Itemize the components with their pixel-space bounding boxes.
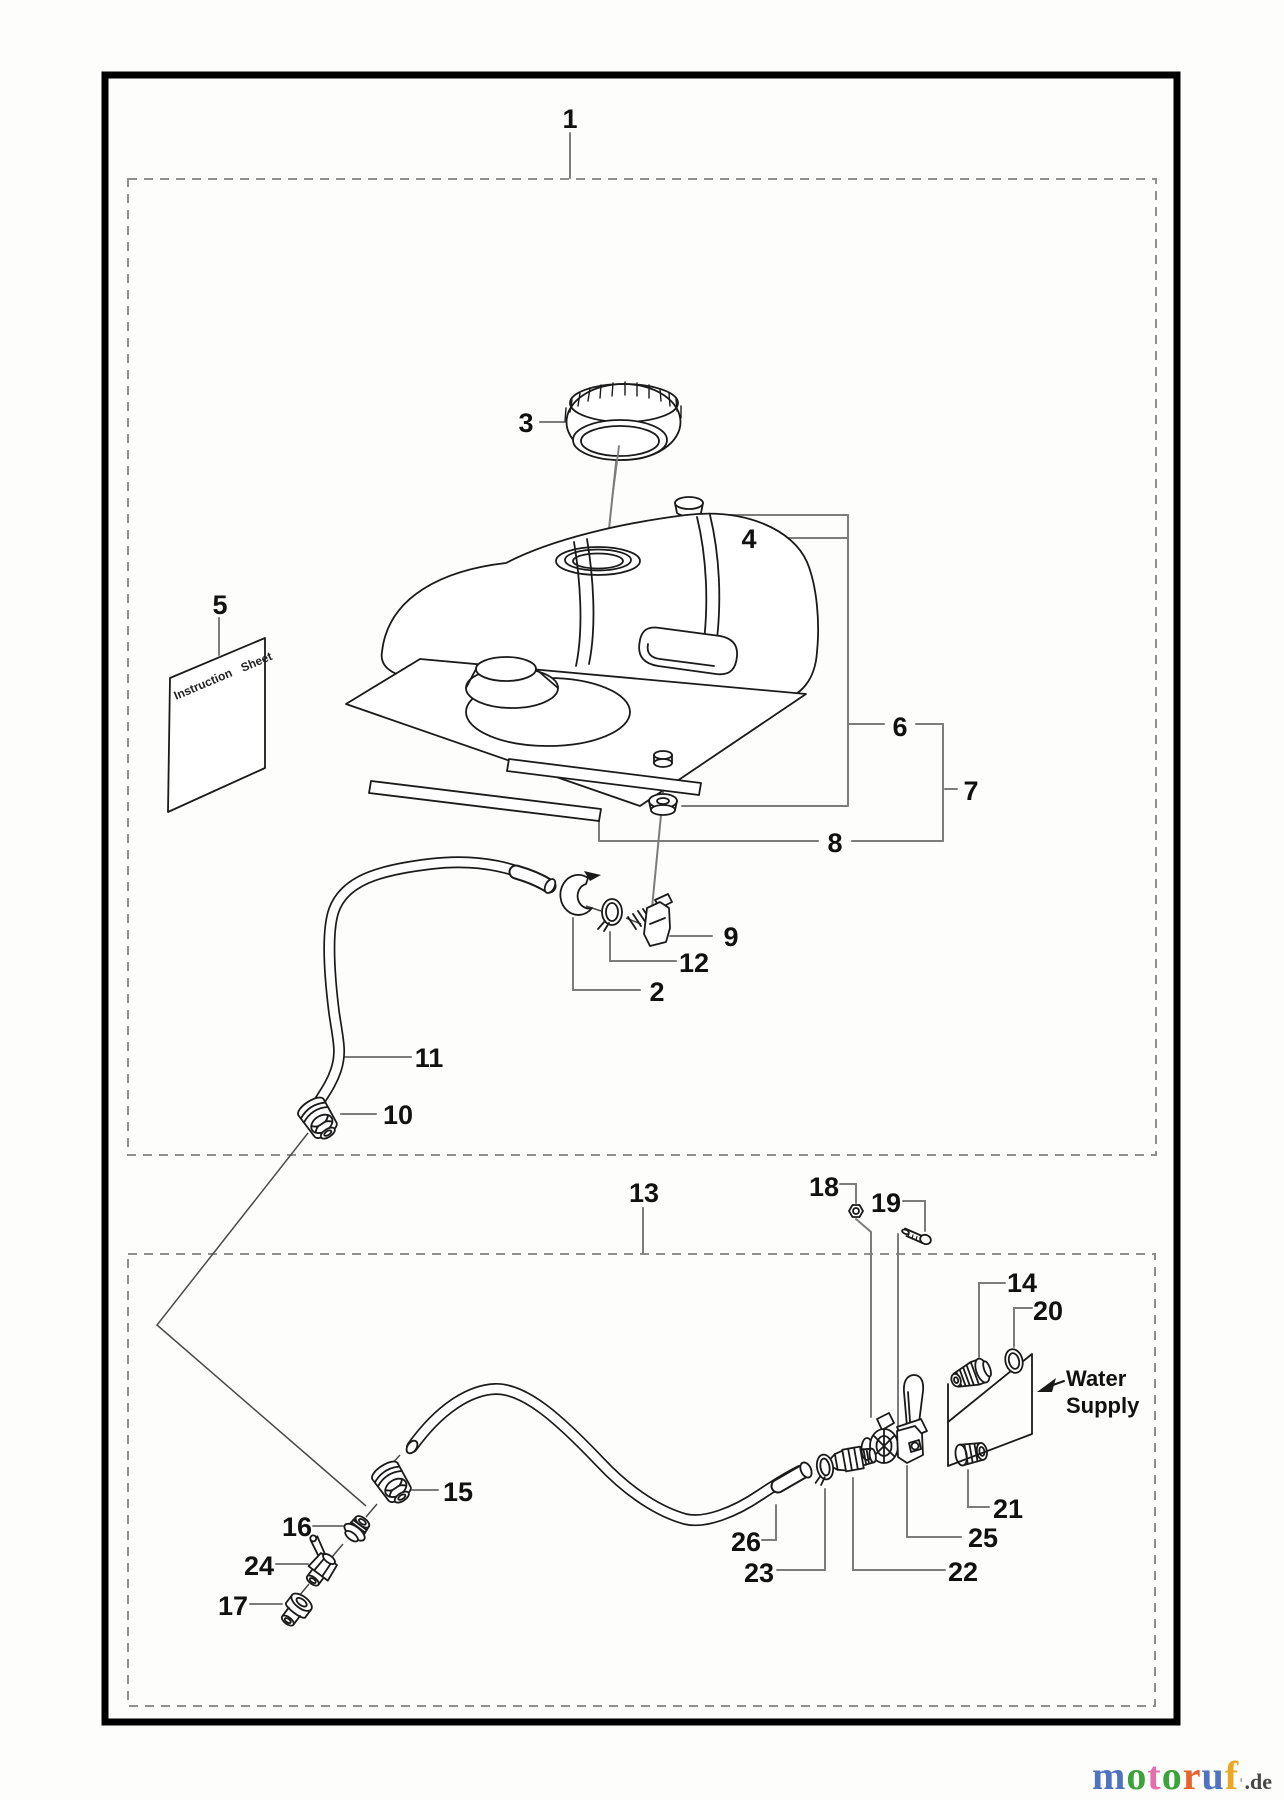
quick-coupling-15 — [368, 1456, 418, 1510]
logo-letter: o — [1126, 1753, 1148, 1798]
ball-valve-25 — [860, 1374, 928, 1464]
fitting-21 — [954, 1442, 988, 1467]
motoruf-logo[interactable]: motoruf'.de — [12, 1756, 1272, 1796]
drain-bolt — [653, 750, 673, 768]
mounting-plate — [947, 1353, 1033, 1467]
lower-assembly-box — [127, 1253, 1156, 1707]
part-label-8: 8 — [827, 828, 842, 858]
logo-letter: f — [1224, 1753, 1240, 1798]
water-supply-label-line2: Supply — [1066, 1393, 1140, 1418]
part-label-19: 19 — [871, 1188, 901, 1218]
water-hose-lower — [405, 1383, 813, 1527]
part-label-9: 9 — [723, 922, 738, 952]
hose-clip — [559, 871, 601, 916]
part-label-25: 25 — [968, 1523, 998, 1553]
flange-nut — [648, 793, 678, 816]
part-label-26: 26 — [731, 1527, 761, 1557]
logo-letter: t — [1147, 1753, 1162, 1798]
instruction-sheet — [167, 637, 266, 813]
tank-rail — [506, 758, 702, 796]
tank-grip-recess — [638, 626, 738, 676]
part-label-4: 4 — [741, 524, 756, 554]
water-hose-upper — [309, 856, 557, 1114]
part-label-13: 13 — [629, 1178, 659, 1208]
hose-routing-line — [155, 1132, 367, 1507]
part-label-15: 15 — [443, 1477, 473, 1507]
screw-19 — [901, 1227, 932, 1246]
part-drawings — [167, 381, 1065, 1627]
water-tank — [345, 512, 819, 822]
part-label-18: 18 — [809, 1172, 839, 1202]
clamp-23 — [814, 1453, 835, 1486]
inlet-fitting-14 — [950, 1357, 992, 1388]
part-label-14: 14 — [1007, 1268, 1037, 1298]
part-label-10: 10 — [383, 1100, 413, 1130]
part-label-21: 21 — [993, 1494, 1023, 1524]
logo-letter: u — [1201, 1753, 1225, 1798]
logo-suffix: .de — [1244, 1769, 1273, 1794]
water-supply-arrow — [1037, 1378, 1065, 1392]
part-label-2: 2 — [649, 977, 664, 1007]
assembly-group-boxes — [127, 178, 1157, 1707]
upper-assembly-box — [127, 178, 1157, 1156]
adapter-fitting-16 — [343, 1515, 371, 1543]
logo-letter: r — [1182, 1753, 1202, 1798]
part-label-23: 23 — [744, 1558, 774, 1588]
tank-strap — [573, 538, 595, 667]
logo-mark: ' — [1239, 1776, 1245, 1793]
part-label-22: 22 — [948, 1557, 978, 1587]
part-label-3: 3 — [518, 408, 533, 438]
logo-letter: o — [1161, 1753, 1183, 1798]
part-label-17: 17 — [218, 1591, 248, 1621]
locknut-18 — [848, 1204, 864, 1218]
part-label-16: 16 — [282, 1512, 312, 1542]
mini-valve-24 — [305, 1534, 338, 1587]
quick-coupling-10 — [294, 1092, 344, 1146]
part-label-24: 24 — [244, 1551, 274, 1581]
part-label-1: 1 — [562, 104, 577, 134]
part-label-12: 12 — [679, 948, 709, 978]
part-label-11: 11 — [415, 1043, 444, 1073]
outer-border — [101, 71, 1181, 1726]
arrowhead-icon — [1037, 1378, 1056, 1392]
tank-rail — [368, 780, 602, 822]
outlet-fitting-17 — [280, 1592, 313, 1627]
water-supply-label-line1: Water — [1066, 1366, 1127, 1391]
washer-20 — [1004, 1348, 1024, 1374]
filler-cap — [564, 381, 682, 501]
hose-clamp — [597, 898, 623, 932]
part-label-5: 5 — [212, 590, 227, 620]
part-label-7: 7 — [963, 776, 978, 806]
part-label-20: 20 — [1033, 1296, 1063, 1326]
elbow-fitting — [627, 893, 673, 947]
logo-letter: m — [1092, 1753, 1127, 1798]
part-label-6: 6 — [892, 712, 907, 742]
